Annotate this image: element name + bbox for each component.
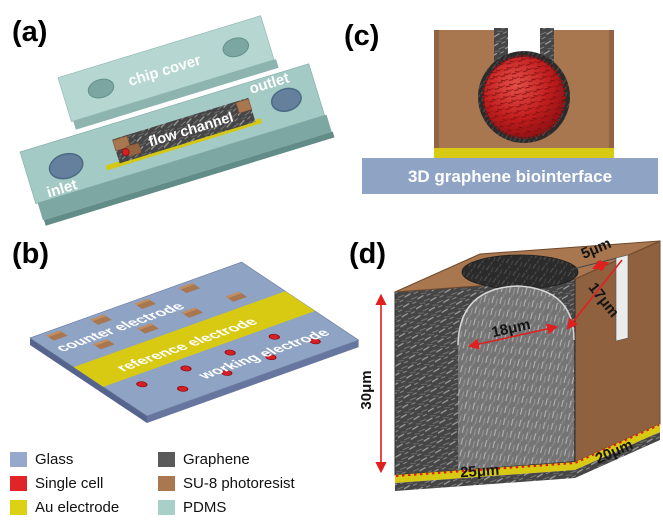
su8-structure bbox=[235, 98, 253, 114]
panel-d-microwell: 30μm 5μm 17μm 18μm 25μm 20μm bbox=[358, 235, 661, 491]
legend-item-single-cell: Single cell bbox=[10, 471, 148, 495]
legend-item-au-electrode: Au electrode bbox=[10, 495, 148, 519]
legend-label: SU-8 photoresist bbox=[183, 474, 295, 492]
au-electrode-swatch bbox=[10, 499, 27, 515]
panel-b-electrode-plate: counter electrode reference electrode wo… bbox=[29, 261, 360, 423]
glass-bar bbox=[362, 158, 658, 194]
panel-d-letter: (d) bbox=[349, 238, 386, 270]
dimension-annotations bbox=[375, 259, 623, 474]
legend-label: PDMS bbox=[183, 498, 227, 516]
dim-5-arrow bbox=[591, 259, 610, 272]
legend-label: Au electrode bbox=[35, 498, 120, 516]
legend-label: Glass bbox=[35, 450, 74, 468]
dim-30-label: 30μm bbox=[358, 370, 375, 409]
au-layer bbox=[434, 148, 614, 158]
panel-a-chip-schematic: flow channel inlet outlet chip cover bbox=[19, 15, 335, 226]
su8-edge bbox=[434, 30, 439, 148]
panel-c-crosssection: 3D graphene biointerface bbox=[362, 28, 658, 194]
glass-swatch bbox=[10, 451, 27, 467]
slit-notch bbox=[615, 254, 629, 342]
au-base bbox=[395, 424, 660, 483]
chip-base: flow channel inlet outlet bbox=[19, 63, 335, 226]
panel-b-letter: (b) bbox=[12, 238, 49, 270]
well-rim-edge bbox=[457, 285, 575, 346]
legend-item-glass: Glass bbox=[10, 447, 148, 471]
legend: Glass Single cell Au electrode Graphene … bbox=[10, 447, 295, 519]
single-cell-swatch bbox=[10, 475, 27, 491]
legend-item-graphene: Graphene bbox=[158, 447, 295, 471]
reference-electrode-stripe bbox=[73, 291, 315, 387]
well-opening bbox=[461, 254, 579, 290]
plate-edge bbox=[147, 340, 359, 423]
single-cell-dot bbox=[121, 148, 130, 157]
su8-edge bbox=[609, 30, 614, 148]
panel-a-letter: (a) bbox=[12, 16, 47, 48]
plate-edge bbox=[30, 338, 147, 423]
red-dotted-baseline bbox=[395, 424, 660, 477]
chip-cover: chip cover bbox=[57, 15, 279, 130]
dim-25-label: 25μm bbox=[460, 462, 500, 482]
single-cell-texture bbox=[484, 57, 564, 137]
graphene-base bbox=[395, 432, 660, 491]
panel-c-letter: (c) bbox=[344, 20, 379, 52]
su8-structure bbox=[112, 135, 131, 152]
biointerface-caption: 3D graphene biointerface bbox=[408, 167, 612, 186]
graphene-swatch bbox=[158, 451, 175, 467]
cover-hole bbox=[87, 78, 115, 99]
cover-hole bbox=[222, 37, 250, 58]
pdms-swatch bbox=[158, 499, 175, 515]
dim-17-arrow bbox=[566, 259, 623, 330]
single-cell-rim bbox=[482, 55, 566, 139]
legend-item-su8: SU-8 photoresist bbox=[158, 471, 295, 495]
flow-channel-strip bbox=[112, 97, 256, 164]
dim-18-arrow bbox=[467, 323, 559, 350]
legend-label: Graphene bbox=[183, 450, 250, 468]
legend-item-pdms: PDMS bbox=[158, 495, 295, 519]
outlet-hole bbox=[270, 87, 302, 112]
legend-label: Single cell bbox=[35, 474, 104, 492]
su8-swatch bbox=[158, 475, 175, 491]
well-inner-wall bbox=[458, 286, 574, 470]
inlet-hole bbox=[48, 152, 84, 180]
